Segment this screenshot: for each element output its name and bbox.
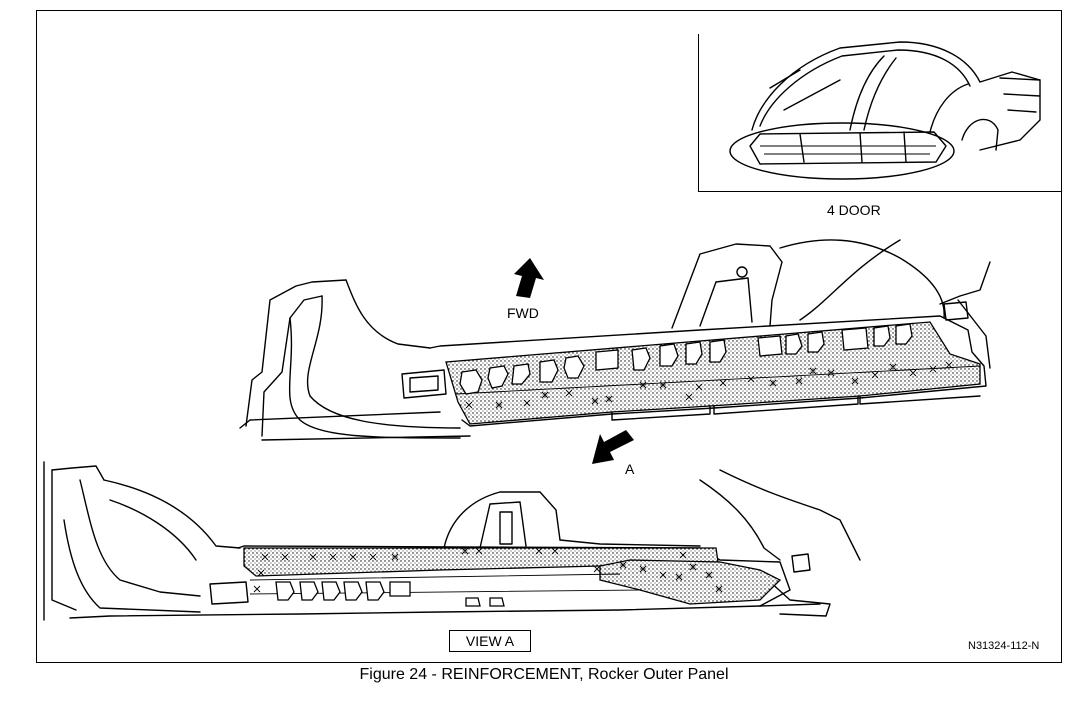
forward-arrow-icon — [514, 258, 544, 298]
view-a-drawing — [43, 461, 861, 621]
inset-frame — [698, 34, 1062, 192]
view-pointer-label: A — [625, 461, 635, 477]
figure-caption: Figure 24 - REINFORCEMENT, Rocker Outer … — [359, 666, 729, 683]
view-a-label: VIEW A — [449, 630, 531, 652]
view-a-arrow-icon — [592, 430, 634, 464]
figure-frame — [36, 10, 1062, 663]
inset-title: 4 DOOR — [827, 202, 881, 218]
inset-body-side-drawing — [729, 41, 1041, 180]
fwd-label: FWD — [507, 305, 539, 321]
upper-rocker-drawing — [239, 239, 991, 441]
figure-reference: N31324-112-N — [968, 640, 1040, 652]
